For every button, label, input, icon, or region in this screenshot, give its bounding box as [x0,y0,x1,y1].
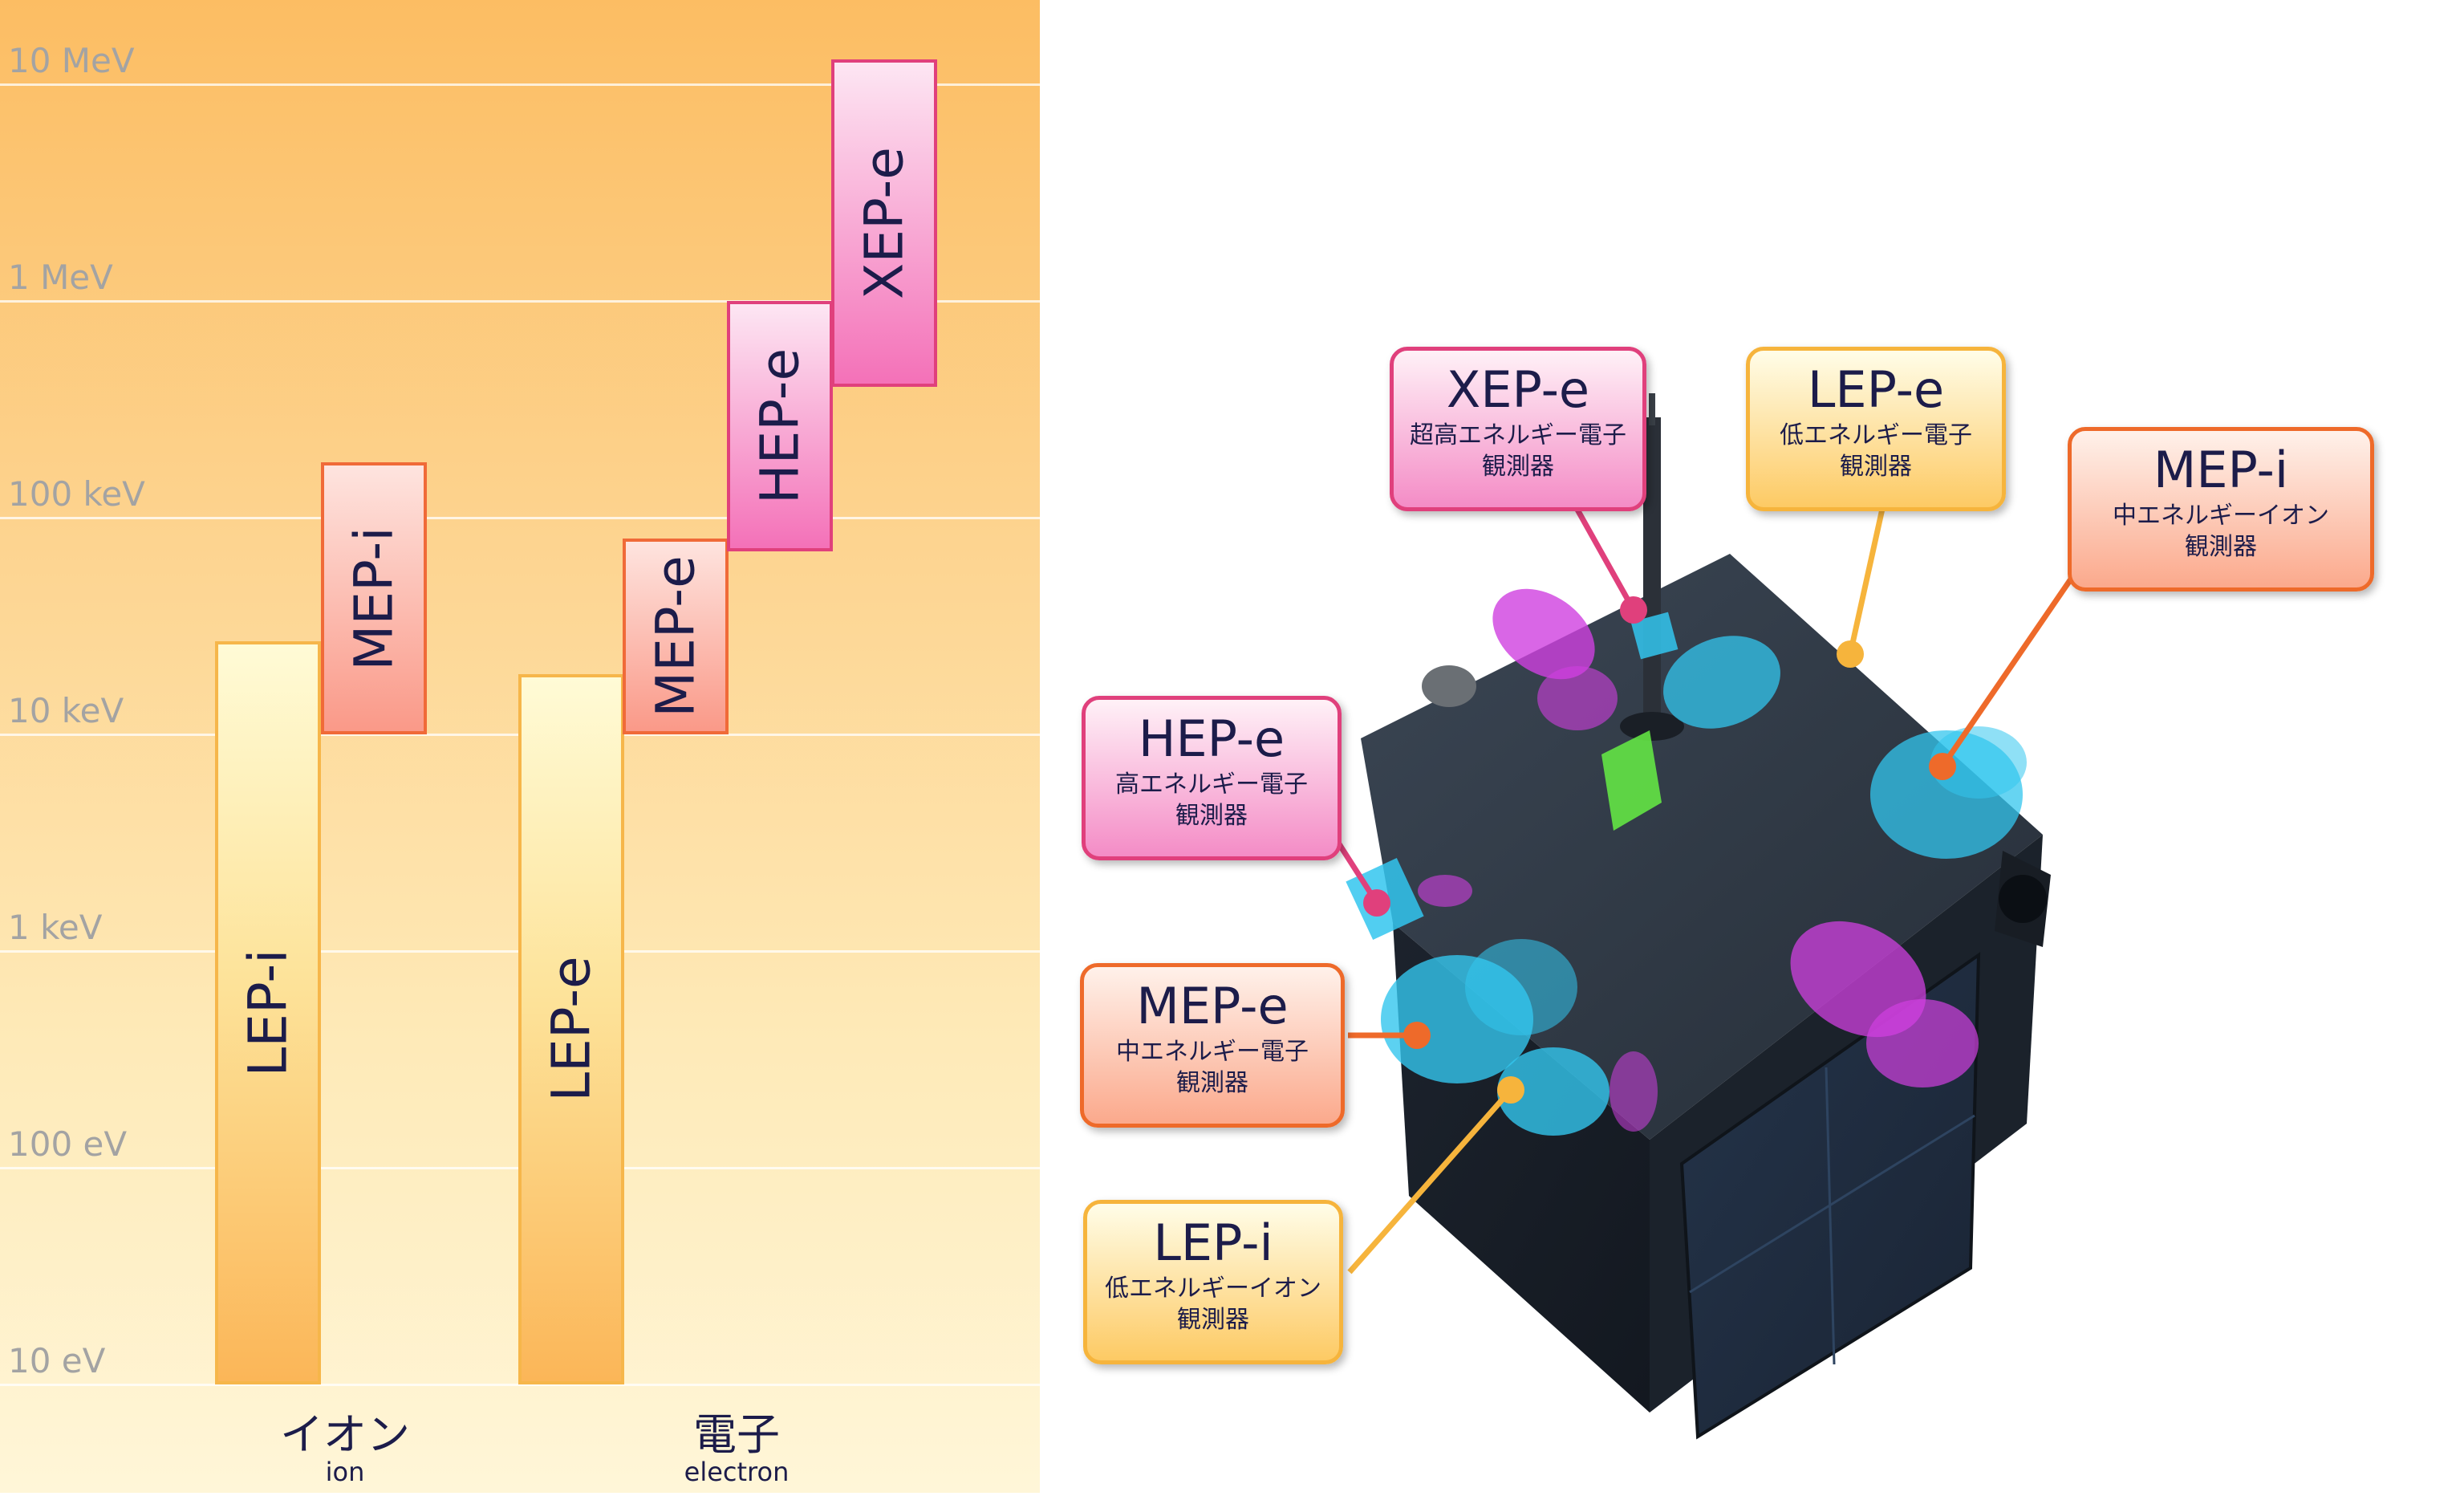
callout-xep-e-desc-1: 超高エネルギー電子 [1410,421,1626,449]
category-ion-en: ion [325,1456,365,1487]
bar-lep-i: LEP-i [215,640,321,1384]
callout-mep-e-desc-1: 中エネルギー電子 [1116,1038,1309,1066]
callout-hep-e-desc-1: 高エネルギー電子 [1115,770,1308,799]
y-tick-label: 1 keV [8,908,103,947]
bar-label-hep-e: HEP-e [749,348,811,504]
callout-lep-e: LEP-e 低エネルギー電子 観測器 [1746,347,2006,511]
lep-e-sensor [1663,636,1780,729]
mep-e-sensor [1381,939,1577,1083]
leader-dot-lep-i [1497,1076,1524,1104]
category-ion-jp: イオン [280,1409,410,1460]
energy-range-chart: 10 MeV 1 MeV 100 keV 10 keV 1 keV 100 eV 10 eV… [0,0,1040,1493]
callout-mep-i-desc-1: 中エネルギーイオン [2113,502,2329,530]
leader-dot-xep-e [1620,596,1647,624]
magenta-sensor-top [1492,588,1618,730]
bar-label-mep-e: MEP-e [644,555,707,718]
bar-mep-i: MEP-i [321,462,427,734]
callout-mep-i-desc-2: 観測器 [2185,533,2257,561]
bar-xep-e: XEP-e [831,59,937,388]
mep-i-sensor [1870,726,2027,859]
callout-hep-e-desc-2: 観測器 [1175,802,1248,830]
category-electron-en: electron [684,1456,790,1487]
y-tick-label: 10 keV [8,691,124,730]
y-tick-label: 100 eV [8,1124,128,1164]
magenta-sensor-right [1790,921,1979,1087]
callout-xep-e-desc-2: 観測器 [1482,453,1554,481]
callout-hep-e-title: HEP-e [1138,709,1285,768]
callout-lep-e-desc-1: 低エネルギー電子 [1780,421,1972,449]
leader-dot-mep-i [1929,753,1956,780]
antenna-mast [1643,417,1661,738]
spacecraft-panel [1040,0,2464,1493]
gridline [0,83,1040,86]
green-sensor [1601,730,1662,831]
callout-mep-e-desc-2: 観測器 [1176,1069,1248,1097]
xep-e-sensor [1630,612,1679,660]
callout-lep-e-desc-2: 観測器 [1840,453,1912,481]
y-tick-label: 10 MeV [8,41,135,80]
category-electron-jp: 電子 [693,1409,780,1460]
callout-lep-i-desc-2: 観測器 [1177,1306,1249,1334]
lep-i-sensor [1497,1047,1658,1136]
callout-lep-e-title: LEP-e [1807,360,1945,419]
y-tick-label: 10 eV [8,1341,106,1380]
y-tick-label: 100 keV [8,474,145,514]
gridline [0,1384,1040,1386]
gridline [0,517,1040,519]
callout-lep-i-desc-1: 低エネルギーイオン [1105,1274,1321,1303]
gridline [0,300,1040,303]
bar-lep-e: LEP-e [518,673,624,1384]
category-ion: イオン ion [225,1409,465,1487]
category-electron: 電子 electron [616,1409,857,1487]
bar-label-lep-e: LEP-e [540,956,603,1102]
callout-mep-i: MEP-i 中エネルギーイオン 観測器 [2068,427,2374,591]
bar-label-mep-i: MEP-i [343,526,405,671]
callout-mep-e-title: MEP-e [1136,977,1289,1035]
leader-dot-lep-e [1837,640,1864,668]
leader-dot-hep-e [1363,889,1390,917]
bar-label-lep-i: LEP-i [237,949,299,1077]
callout-xep-e: XEP-e 超高エネルギー電子 観測器 [1390,347,1646,511]
bar-mep-e: MEP-e [623,539,729,734]
callout-lep-i: LEP-i 低エネルギーイオン 観測器 [1083,1200,1343,1364]
callout-lep-i-title: LEP-i [1153,1213,1273,1272]
callout-mep-e: MEP-e 中エネルギー電子 観測器 [1080,963,1345,1128]
y-tick-label: 1 MeV [8,258,113,297]
bar-hep-e: HEP-e [727,301,833,551]
callout-hep-e: HEP-e 高エネルギー電子 観測器 [1082,696,1342,860]
leader-lines [1336,501,2074,1274]
spacecraft-illustration [1346,393,2051,1440]
callout-mep-i-title: MEP-i [2153,441,2289,499]
bar-label-xep-e: XEP-e [853,147,915,300]
callout-xep-e-title: XEP-e [1446,360,1590,419]
leader-dot-mep-e [1403,1022,1431,1049]
